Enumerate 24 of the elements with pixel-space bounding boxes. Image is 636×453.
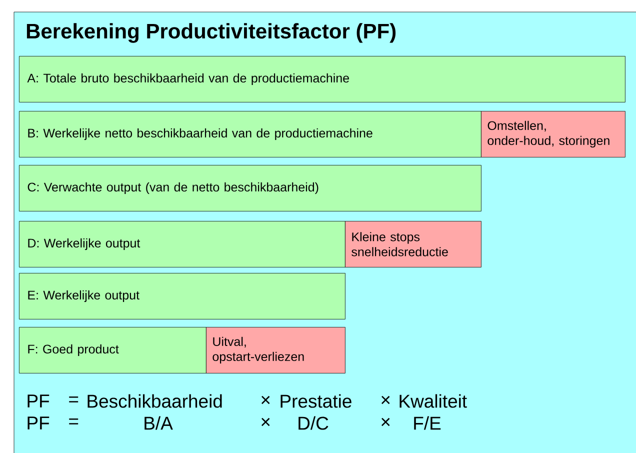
formula-term: × bbox=[382, 396, 390, 404]
formula-term: D/C bbox=[298, 416, 328, 430]
bar-box: C: Verwachte output (van de netto beschikbaarheid) bbox=[19, 165, 482, 212]
formula-term: = bbox=[69, 418, 78, 424]
bar-box: D: Werkelijke output bbox=[19, 221, 346, 268]
loss-box: Omstellen, onder-houd, storingen bbox=[481, 111, 626, 158]
formula-term: = bbox=[69, 396, 78, 402]
bar-box: B: Werkelijke netto beschikbaarheid van de productiemachine bbox=[19, 111, 482, 158]
formula-term: Prestatie bbox=[280, 394, 352, 408]
formula-term: × bbox=[382, 418, 390, 426]
bar-box: A: Totale bruto beschikbaarheid van de productiemachine bbox=[19, 56, 626, 102]
formula-term: PF bbox=[28, 416, 50, 430]
formula-term: PF bbox=[28, 394, 50, 408]
formula-term: B/A bbox=[144, 416, 173, 430]
title: Berekening Productiviteitsfactor (PF) bbox=[26, 23, 396, 43]
loss-box: Uitval, opstart-verliezen bbox=[206, 327, 346, 374]
formula-term: Kwaliteit bbox=[400, 394, 467, 408]
formula-term: F/E bbox=[414, 416, 441, 430]
bar-box: E: Werkelijke output bbox=[19, 273, 346, 320]
bar-box: F: Goed product bbox=[19, 327, 206, 374]
loss-box: Kleine stops snelheidsreductie bbox=[345, 221, 482, 268]
formula-term: × bbox=[262, 418, 270, 426]
formula-term: × bbox=[262, 396, 270, 404]
formula-term: Beschikbaarheid bbox=[88, 394, 222, 408]
